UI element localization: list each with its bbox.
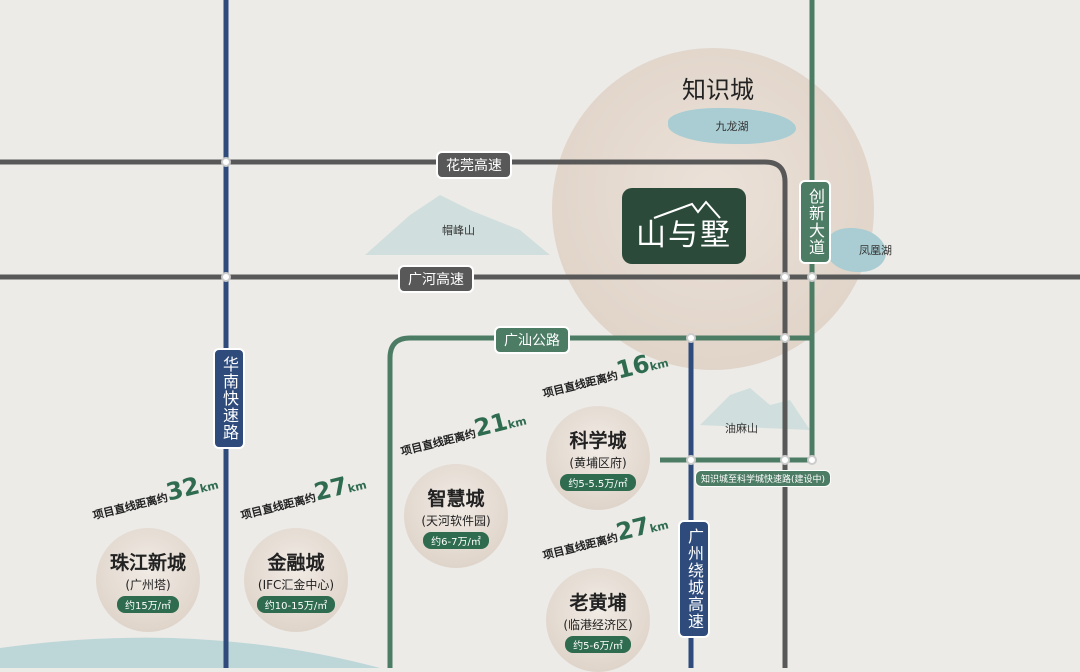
district-bubble: 珠江新城 (广州塔) 约15万/㎡	[96, 528, 200, 632]
mountain-logo-icon	[653, 200, 721, 219]
district-landmark: (临港经济区)	[563, 617, 633, 632]
district-name: 珠江新城	[109, 551, 186, 574]
logo-text: 山与墅	[636, 218, 732, 253]
district-name: 科学城	[569, 429, 627, 452]
district-name: 金融城	[267, 551, 325, 574]
district-price: 约6-7万/㎡	[423, 531, 489, 549]
junction	[780, 333, 790, 343]
project-logo: 山与墅	[622, 188, 746, 264]
district-name: 智慧城	[427, 487, 485, 510]
district-name: 老黄埔	[569, 591, 627, 614]
junction	[221, 157, 231, 167]
chuangxin-label: 创新大道	[799, 180, 831, 264]
junction	[686, 333, 696, 343]
district-price: 约5-6万/㎡	[565, 635, 631, 653]
district-bubble: 金融城 (IFC汇金中心) 约10-15万/㎡	[244, 528, 348, 632]
district-price: 约5-5.5万/㎡	[560, 473, 636, 491]
youma-mountain-label: 油麻山	[725, 422, 758, 435]
huanan-label: 华南快速路	[213, 348, 245, 449]
huaguan-label: 花莞高速	[436, 151, 512, 179]
jiulong-lake-label: 九龙湖	[715, 120, 749, 133]
junction	[780, 455, 790, 465]
junction	[221, 272, 231, 282]
fenghuang-lake: 凤凰湖	[826, 228, 892, 272]
fenghuang-lake-label: 凤凰湖	[859, 244, 892, 257]
district-price: 约15万/㎡	[116, 595, 180, 613]
district-landmark: (IFC汇金中心)	[257, 577, 335, 592]
huaguan-road	[0, 159, 788, 668]
guangshan-road	[387, 335, 812, 668]
maofeng-mountain-shape	[365, 195, 550, 255]
district-bubble: 科学城 (黄埔区府) 约5-5.5万/㎡	[546, 406, 650, 510]
district-price: 约10-15万/㎡	[256, 595, 336, 613]
maofeng-mountain-label: 帽峰山	[442, 224, 475, 237]
junction	[780, 272, 790, 282]
district-bubble: 老黄埔 (临港经济区) 约5-6万/㎡	[546, 568, 650, 672]
district-landmark: (广州塔)	[125, 577, 171, 592]
district-bubble: 智慧城 (天河软件园) 约6-7万/㎡	[404, 464, 508, 568]
jiulong-lake: 九龙湖	[668, 108, 796, 144]
river-shape	[0, 637, 380, 668]
district-landmark: (黄埔区府)	[569, 455, 627, 470]
raocheng-label: 广州绕城高速	[678, 520, 710, 638]
guanghe-label: 广河高速	[398, 265, 474, 293]
district-landmark: (天河软件园)	[421, 513, 491, 528]
junction	[807, 455, 817, 465]
guangshan-label: 广汕公路	[494, 326, 570, 354]
expressway-label: 知识城至科学城快速路(建设中)	[695, 470, 832, 487]
knowledge-city-label: 知识城	[682, 76, 754, 104]
junction	[807, 272, 817, 282]
junction	[686, 455, 696, 465]
